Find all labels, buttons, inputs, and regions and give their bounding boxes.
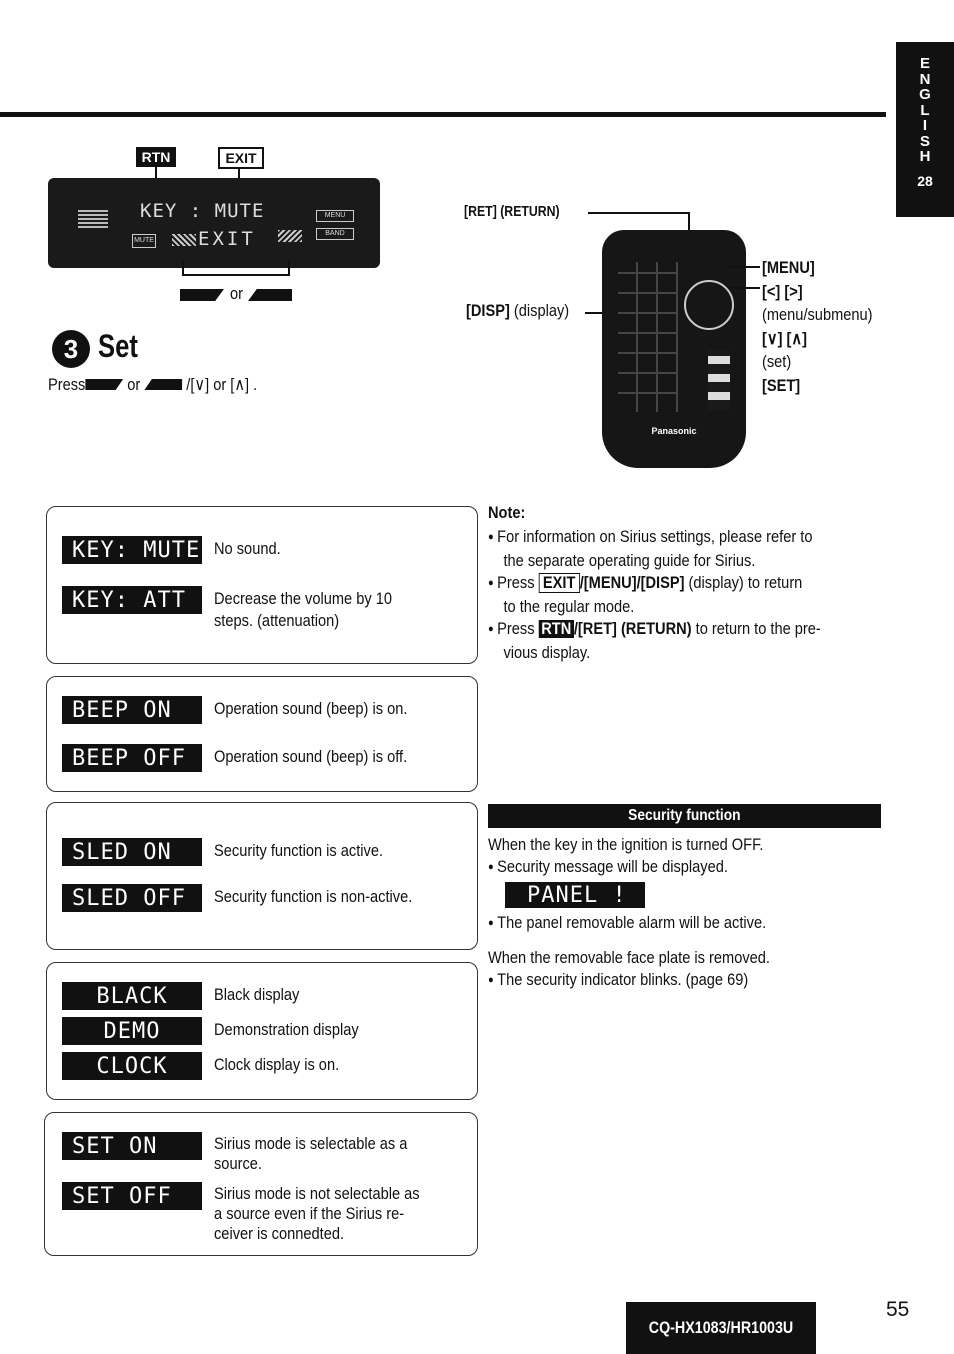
description-line: ceiver is connedted. [214, 1224, 345, 1243]
description-line: Operation sound (beep) is on. [214, 699, 408, 718]
option-description: Security function is active. [214, 840, 383, 862]
option-description: Demonstration display [214, 1019, 359, 1041]
up-key-icon [248, 289, 292, 301]
remote-dpad [684, 280, 734, 330]
option-box-sled [46, 802, 478, 950]
panel-lcd: PANEL ! [505, 882, 645, 908]
option-lcd: BEEP ON [62, 696, 202, 724]
rtn-key-label: RTN [538, 620, 574, 638]
language-letter: I [922, 117, 928, 134]
option-lcd: SLED ON [62, 838, 202, 866]
option-description: Black display [214, 984, 299, 1006]
instruction-tail: /[∨] or [∧] . [186, 375, 258, 394]
description-line: No sound. [214, 539, 281, 558]
faceplate-display-text: KEY : MUTE [140, 200, 265, 222]
or-text: or [127, 375, 141, 394]
language-letter: E [919, 55, 930, 72]
description-line: Black display [214, 985, 300, 1004]
security-section: When the key in the ignition is turned O… [488, 834, 763, 880]
security-header: Security function [488, 804, 881, 828]
option-description: Security function is non-active. [214, 886, 412, 908]
chapter-number: 28 [917, 172, 933, 189]
description-line: Sirius mode is not selectable as [214, 1184, 420, 1203]
faceplate-left-icon [78, 208, 108, 228]
down-key-icon [180, 289, 224, 301]
up-button-icon [278, 230, 302, 242]
language-letter: L [920, 101, 930, 119]
note-title: Note: [488, 503, 526, 522]
description-line: Security function is active. [214, 841, 384, 860]
description-line: Demonstration display [214, 1020, 359, 1039]
description-line: Operation sound (beep) is off. [214, 747, 408, 766]
option-lcd: CLOCK [62, 1052, 202, 1080]
head-unit-illustration: RTN EXIT MUTE KEY : MUTE EXIT MENU BAND … [48, 140, 388, 305]
note-item-2: Press EXIT/[MENU]/[DISP] (display) to re… [488, 572, 832, 596]
note-item-3: Press RTN/[RET] (RETURN) to return to th… [488, 618, 832, 642]
exit-button-label: EXIT [218, 147, 264, 169]
press-text: Press [48, 375, 86, 394]
note-item-1: For information on Sirius settings, plea… [488, 526, 832, 550]
page-number: 55 [886, 1298, 910, 1321]
option-box-key [46, 506, 478, 664]
option-description: Operation sound (beep) is on. [214, 698, 407, 720]
description-line: Sirius mode is selectable as a [214, 1134, 408, 1153]
option-box-beep [46, 676, 478, 792]
remote-ret-label: [RET] (RETURN) [464, 203, 560, 220]
option-lcd: BEEP OFF [62, 744, 202, 772]
remote-control: Panasonic [602, 230, 746, 468]
or-text: or [230, 284, 244, 303]
language-letter: S [919, 132, 930, 150]
option-lcd: SET ON [62, 1132, 202, 1160]
option-description: Operation sound (beep) is off. [214, 746, 407, 768]
description-line: Decrease the volume by 10 [214, 589, 392, 608]
step-title: Set [98, 328, 138, 364]
language-letter: H [919, 148, 931, 165]
language-letter: N [919, 70, 931, 88]
option-description: Decrease the volume by 10 steps. (attenua… [214, 588, 392, 632]
remote-button-grid [618, 262, 678, 412]
remote-brand: Panasonic [651, 426, 697, 436]
remote-side-buttons [708, 350, 730, 410]
description-line: source. [214, 1154, 262, 1173]
option-description: Clock display is on. [214, 1054, 339, 1076]
option-lcd: KEY: ATT [62, 586, 202, 614]
description-line: a source even if the Sirius re- [214, 1204, 405, 1223]
note-section: Note: For information on Sirius settings… [488, 502, 888, 664]
remote-menu-labels: [MENU] [<] [>] (menu/submenu) [∨] [∧] (s… [762, 258, 873, 395]
option-lcd: SET OFF [62, 1182, 202, 1210]
top-rule [0, 112, 886, 117]
option-lcd: BLACK [62, 982, 202, 1010]
option-description: No sound. [214, 538, 281, 560]
model-footer: CQ-HX1083/HR1003U [626, 1302, 816, 1354]
option-box-display [46, 962, 478, 1100]
description-line: Clock display is on. [214, 1055, 340, 1074]
description-line: Security function is non-active. [214, 887, 413, 906]
step-number: 3 [63, 334, 79, 364]
option-box-sirius [44, 1112, 478, 1256]
exit-key-label: EXIT [538, 573, 580, 593]
remote-disp-label: [DISP] (display) [466, 301, 570, 320]
rtn-button-label: RTN [136, 147, 176, 167]
description-line: steps. (attenuation) [214, 611, 340, 630]
faceplate-display-exit: EXIT [198, 228, 256, 250]
option-lcd: DEMO [62, 1017, 202, 1045]
menu-button: MENU [316, 210, 354, 222]
language-letter: G [919, 86, 931, 103]
option-lcd: SLED OFF [62, 884, 202, 912]
band-button: BAND [316, 228, 354, 240]
step-number-badge: 3 [52, 330, 90, 368]
down-key-icon [85, 379, 124, 390]
mute-button: MUTE [132, 234, 156, 248]
step-instruction: Press or /[∨] or [∧] . [48, 374, 257, 396]
head-unit-faceplate: MUTE KEY : MUTE EXIT MENU BAND [48, 178, 380, 268]
up-key-icon [144, 379, 183, 390]
option-lcd: KEY: MUTE [62, 536, 202, 564]
down-button-icon [172, 234, 196, 246]
